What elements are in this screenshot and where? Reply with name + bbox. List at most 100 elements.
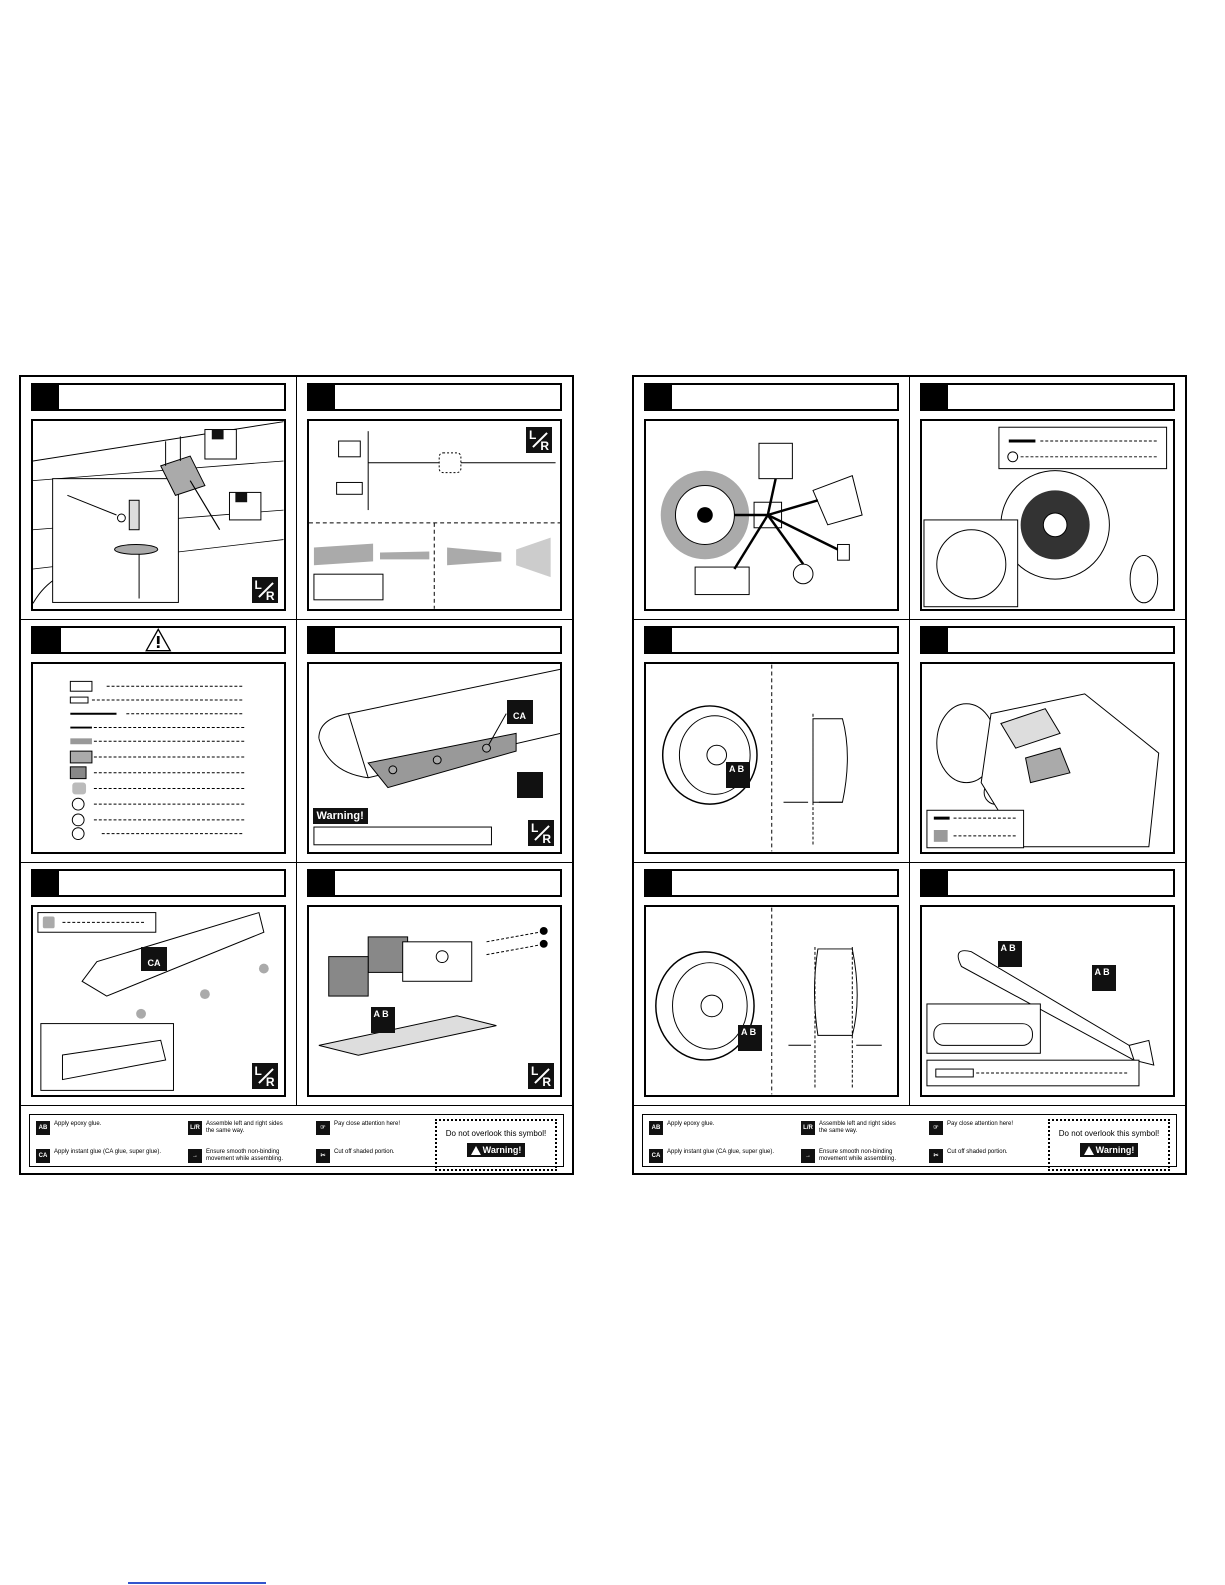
step-illustration <box>919 662 1175 854</box>
assemble-left-right-icon <box>528 1063 554 1089</box>
warning-triangle-icon <box>1083 1145 1094 1155</box>
step-header <box>644 869 899 897</box>
warning-triangle-icon <box>470 1145 481 1155</box>
step-header <box>306 626 562 654</box>
step-tail-hinge: CA <box>21 863 297 1106</box>
step-illustration: CA <box>31 905 286 1097</box>
step-header <box>306 869 562 897</box>
step-header <box>31 869 286 897</box>
step-illustration <box>644 662 899 854</box>
epoxy-glue-icon <box>1091 965 1116 991</box>
step-wheel-cover <box>634 620 910 863</box>
assemble-left-right-icon <box>251 1063 278 1089</box>
step-illustration <box>31 419 286 611</box>
step-number-box <box>646 871 672 895</box>
step-number-box <box>921 385 948 409</box>
step-servo-tray <box>909 620 1185 863</box>
assemble-left-right-icon <box>251 577 278 603</box>
fuel-tank-diagram <box>925 950 1154 1087</box>
step-number-box <box>308 385 335 409</box>
servo-tray-diagram <box>925 693 1159 849</box>
step-header <box>644 626 899 654</box>
epoxy-glue-icon <box>738 1025 762 1051</box>
overlook-text: Do not overlook this symbol! <box>1058 1129 1160 1138</box>
step-number-box <box>33 871 59 895</box>
step-servo-install <box>296 863 572 1106</box>
warning-badge-text: Warning! <box>482 1145 522 1155</box>
step-parts-warning <box>21 620 297 863</box>
step-illustration: CA Warning! <box>306 662 562 854</box>
assemble-left-right-icon: L/R <box>801 1121 815 1135</box>
step-number-box <box>646 385 672 409</box>
step-wheel-cover-2 <box>634 863 910 1106</box>
step-header <box>919 626 1175 654</box>
step-illustration <box>919 905 1175 1097</box>
step-illustration <box>919 419 1175 611</box>
warning-badge: Warning! <box>466 1143 526 1157</box>
warning-badge-text: Warning! <box>1095 1145 1135 1155</box>
step-aileron-hinge: CA Warning! <box>296 620 572 863</box>
epoxy-glue-icon: AB <box>36 1121 50 1135</box>
overlook-text: Do not overlook this symbol! <box>445 1129 547 1138</box>
instant-glue-icon: CA <box>506 700 533 724</box>
epoxy-glue-icon <box>370 1007 395 1033</box>
step-header <box>919 383 1175 411</box>
step-number-box <box>308 871 335 895</box>
tail-hinge-diagram <box>37 911 269 1091</box>
cut-icon: ✂ <box>316 1149 330 1163</box>
step-fuel-tank <box>909 863 1185 1106</box>
step-number-box <box>646 628 672 652</box>
legend-cut-label: Cut off shaded portion. <box>947 1149 1008 1155</box>
engine-parts-diagram <box>660 442 863 596</box>
overlook-symbol-box: Do not overlook this symbol! Warning! <box>1048 1119 1170 1171</box>
assemble-left-right-icon <box>528 820 554 846</box>
step-number-box <box>921 871 948 895</box>
epoxy-glue-icon: AB <box>649 1121 663 1135</box>
warning-label: Warning! <box>312 808 368 824</box>
step-number-box <box>308 628 335 652</box>
legend-epoxy-label: Apply epoxy glue. <box>667 1121 715 1127</box>
legend-lr-label: Assemble left and right sides the same w… <box>819 1121 896 1134</box>
instant-glue-icon: CA <box>649 1149 663 1163</box>
legend-ca-label: Apply instant glue (CA glue, super glue)… <box>667 1149 775 1155</box>
smooth-movement-icon <box>516 772 543 798</box>
step-illustration <box>644 905 899 1097</box>
step-illustration <box>31 662 286 854</box>
left-instruction-sheet: CA Warning! CA <box>19 375 574 1175</box>
step-control-horn <box>21 377 297 620</box>
instant-glue-icon: CA <box>36 1149 50 1163</box>
step-header <box>919 869 1175 897</box>
cut-icon: ✂ <box>929 1149 943 1163</box>
step-header <box>644 383 899 411</box>
engine-install-diagram <box>922 426 1167 608</box>
pushrod-diagram <box>308 431 560 609</box>
assemble-left-right-icon: L/R <box>188 1121 202 1135</box>
step-pushrod <box>296 377 572 620</box>
aileron-hinge-diagram <box>312 668 560 846</box>
epoxy-glue-icon <box>726 762 750 788</box>
overlook-symbol-box: Do not overlook this symbol! Warning! <box>435 1119 557 1171</box>
step-header <box>31 383 286 411</box>
instant-glue-icon: CA <box>141 947 167 971</box>
legend-attention-label: Pay close attention here! <box>947 1121 1014 1127</box>
legend-cut-label: Cut off shaded portion. <box>334 1149 395 1155</box>
attention-hand-icon: ☞ <box>316 1121 330 1135</box>
legend-ca-label: Apply instant glue (CA glue, super glue)… <box>54 1149 162 1155</box>
legend-lr-label: Assemble left and right sides the same w… <box>206 1121 283 1134</box>
right-instruction-sheet: AB Apply epoxy glue. CA Apply instant glue… <box>632 375 1187 1175</box>
servo-install-diagram <box>318 927 548 1056</box>
warning-badge: Warning! <box>1079 1143 1139 1157</box>
parts-list-diagram <box>69 680 245 841</box>
step-illustration <box>306 419 562 611</box>
step-engine-parts <box>634 377 910 620</box>
wheel-cover-diagram <box>661 664 848 852</box>
epoxy-glue-icon <box>997 941 1022 967</box>
step-number-box <box>33 385 59 409</box>
legend-epoxy-label: Apply epoxy glue. <box>54 1121 102 1127</box>
step-illustration <box>306 905 562 1097</box>
page-link-underline[interactable] <box>128 1582 266 1584</box>
step-number-box <box>921 628 948 652</box>
smooth-movement-icon: → <box>188 1149 202 1163</box>
step-illustration <box>644 419 899 611</box>
attention-hand-icon: ☞ <box>929 1121 943 1135</box>
